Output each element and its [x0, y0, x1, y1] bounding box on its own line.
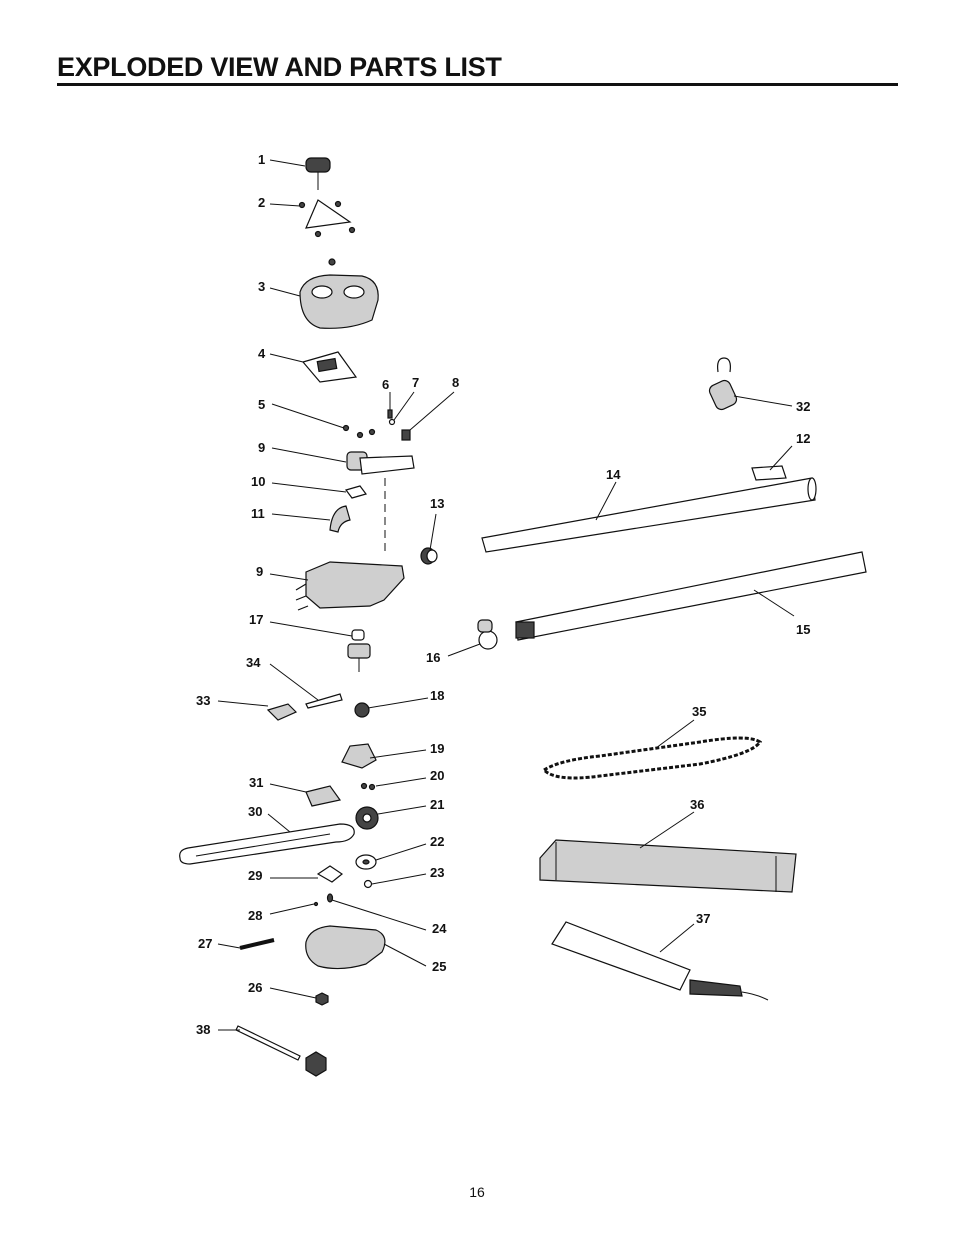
part-10-gasket: [344, 485, 368, 499]
callout-14: 14: [606, 467, 621, 482]
part-28-24-pins: [313, 893, 334, 907]
part-17-shaft: [347, 629, 371, 672]
callout-37: 37: [696, 911, 710, 926]
leader-lines: [217, 159, 795, 1031]
callout-13: 13: [430, 496, 444, 511]
page-number: 16: [469, 1184, 485, 1200]
callout-9-upper: 9: [258, 440, 265, 455]
part-31-cover: [305, 785, 342, 807]
callout-10: 10: [251, 474, 265, 489]
part-12-label: [751, 465, 787, 481]
part-38-oil-cap: [235, 1025, 327, 1077]
part-4-plate: [301, 351, 358, 383]
callout-1: 1: [258, 152, 265, 167]
callout-28: 28: [248, 908, 262, 923]
part-34-pin: [305, 693, 343, 709]
part-20-screws: [360, 782, 376, 791]
part-27-bolt: [239, 938, 275, 950]
callout-3: 3: [258, 279, 265, 294]
part-35-chain: [541, 736, 763, 780]
callout-16: 16: [426, 650, 440, 665]
page-title: EXPLODED VIEW AND PARTS LIST: [57, 52, 502, 82]
callout-22: 22: [430, 834, 444, 849]
callout-27: 27: [198, 936, 212, 951]
callout-18: 18: [430, 688, 444, 703]
callout-32: 32: [796, 399, 810, 414]
part-16-knob: [477, 619, 498, 650]
callout-30: 30: [248, 804, 262, 819]
callout-4: 4: [258, 346, 266, 361]
callout-19: 19: [430, 741, 444, 756]
part-22-washer: [355, 854, 377, 870]
part-15-lower-pole: [515, 551, 867, 641]
part-9-lower-gearbox: [295, 561, 405, 611]
callout-33: 33: [196, 693, 210, 708]
part-2-bracket: [298, 199, 356, 238]
callout-2: 2: [258, 195, 265, 210]
callout-35: 35: [692, 704, 706, 719]
part-5-6-7-8-screws: [342, 409, 411, 441]
part-13-washer: [420, 547, 438, 565]
callout-7: 7: [412, 375, 419, 390]
callout-9-lower: 9: [256, 564, 263, 579]
part-25-sprocket-cover: [305, 925, 386, 970]
part-1-cap: [305, 157, 331, 190]
callout-25: 25: [432, 959, 446, 974]
callout-labels: 1 2 3 4 5 6 7 8 9 10 11 9 17 34 33 18 19…: [196, 152, 810, 1037]
callout-26: 26: [248, 980, 262, 995]
callout-38: 38: [196, 1022, 210, 1037]
callout-20: 20: [430, 768, 444, 783]
callout-12: 12: [796, 431, 810, 446]
title-rule: [57, 83, 898, 86]
callout-31: 31: [249, 775, 263, 790]
callout-17: 17: [249, 612, 263, 627]
part-29-plate: [316, 865, 344, 883]
callout-11: 11: [251, 506, 265, 521]
part-19-clutch: [341, 743, 377, 769]
callout-21: 21: [430, 797, 444, 812]
part-14-upper-pole: [481, 477, 817, 553]
callout-15: 15: [796, 622, 810, 637]
part-21-sprocket: [355, 806, 379, 830]
part-23-clip: [363, 879, 373, 889]
part-3-top-housing: [299, 258, 379, 329]
part-36-scabbard: [539, 839, 797, 893]
callout-5: 5: [258, 397, 265, 412]
part-30-guide-bar: [179, 823, 355, 865]
part-33-adjuster: [266, 703, 298, 721]
part-9-upper-gearbox: [346, 451, 415, 475]
callout-29: 29: [248, 868, 262, 883]
callout-8: 8: [452, 375, 459, 390]
part-18-nut: [354, 702, 370, 718]
callout-6: 6: [382, 377, 389, 392]
part-26-nut: [315, 992, 329, 1006]
callout-24: 24: [432, 921, 447, 936]
callout-36: 36: [690, 797, 704, 812]
callout-34: 34: [246, 655, 261, 670]
part-32-hanger: [708, 357, 738, 411]
callout-23: 23: [430, 865, 444, 880]
part-11-tube: [329, 505, 351, 533]
part-37-strap: [551, 921, 769, 1001]
